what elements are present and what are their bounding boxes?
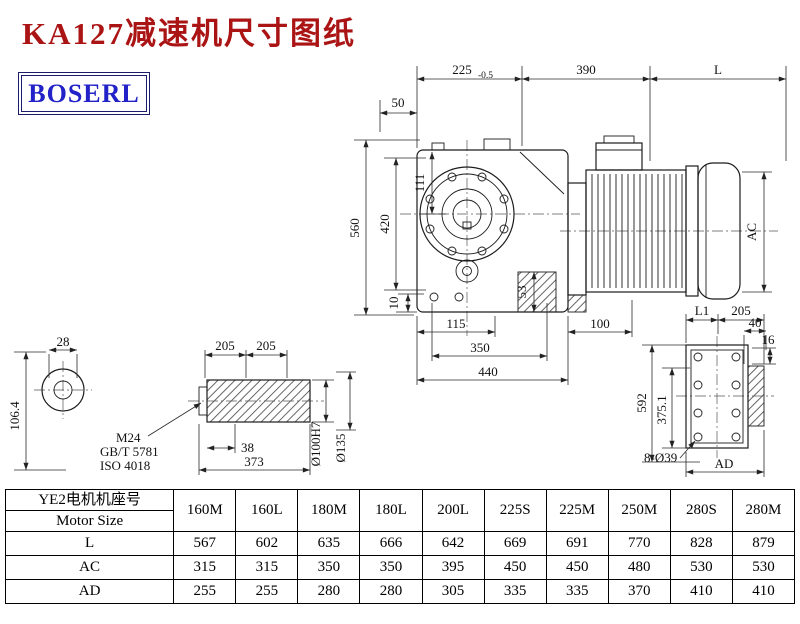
column-header: 250M xyxy=(607,489,671,532)
table-cell: 335 xyxy=(545,579,609,604)
dim-label-350: 350 xyxy=(470,340,490,355)
column-header: 225M xyxy=(545,489,609,532)
dim-label-50: 50 xyxy=(392,95,405,110)
standard-label-gbt5781: GB/T 5781 xyxy=(100,444,159,459)
column-header: 280M xyxy=(731,489,796,532)
table-cell: 530 xyxy=(669,555,733,580)
dim-label-L1: L1 xyxy=(695,303,709,318)
standard-label-iso4018: ISO 4018 xyxy=(100,458,150,473)
row-label: AC xyxy=(4,555,175,580)
dim-label-373: 373 xyxy=(244,454,264,469)
dim-label-225-tolerance: -0.5 xyxy=(478,71,493,81)
row-label: L xyxy=(4,531,175,556)
dim-label-225: 225 xyxy=(452,62,472,77)
table-cell: 879 xyxy=(731,531,796,556)
table-cell: 642 xyxy=(421,531,485,556)
dim-label-bore-100H7: Ø100H7 xyxy=(308,421,323,466)
shaft-side-view xyxy=(188,379,324,423)
dim-label-16: 16 xyxy=(762,332,776,347)
motor-side-view xyxy=(560,135,778,313)
corner-label-cn: YE2电机机座号 xyxy=(6,490,174,511)
table-cell: 305 xyxy=(421,579,485,604)
dim-label-390: 390 xyxy=(576,62,596,77)
table-cell: 530 xyxy=(731,555,796,580)
table-cell: 255 xyxy=(173,579,237,604)
dim-label-od-135: Ø135 xyxy=(333,434,348,463)
table-cell: 315 xyxy=(235,555,299,580)
dim-label-40: 40 xyxy=(749,315,762,330)
table-cell: 669 xyxy=(483,531,547,556)
column-header: 200L xyxy=(421,489,485,532)
table-cell: 691 xyxy=(545,531,609,556)
dimension-annotations: 225 -0.5 390 L 50 560 420 111 10 53 11 xyxy=(7,62,787,477)
corner-label-en: Motor Size xyxy=(56,513,124,529)
dim-label-111: 111 xyxy=(412,174,427,193)
dim-label-53: 53 xyxy=(514,286,529,299)
table-cell: 450 xyxy=(545,555,609,580)
motor-fins xyxy=(591,174,683,288)
table-cell: 635 xyxy=(297,531,361,556)
gearbox-front-view xyxy=(400,138,580,336)
dim-label-592: 592 xyxy=(634,393,649,413)
table-cell: 255 xyxy=(235,579,299,604)
thread-label-M24: M24 xyxy=(116,430,141,445)
table-cell: 350 xyxy=(359,555,423,580)
column-header: 180L xyxy=(359,489,423,532)
dim-label-100: 100 xyxy=(590,316,610,331)
dim-label-205-a: 205 xyxy=(215,338,235,353)
table-cell: 602 xyxy=(235,531,299,556)
table-cell: 350 xyxy=(297,555,361,580)
table-cell: 410 xyxy=(669,579,733,604)
dim-label-38: 38 xyxy=(241,440,254,455)
column-header: 180M xyxy=(297,489,361,532)
column-header: 225S xyxy=(483,489,547,532)
dim-label-205-c: 205 xyxy=(731,303,751,318)
table-cell: 450 xyxy=(483,555,547,580)
table-cell: 280 xyxy=(359,579,423,604)
table-corner-header: YE2电机机座号 Motor Size xyxy=(4,489,175,532)
table-cell: 315 xyxy=(173,555,237,580)
dim-label-560: 560 xyxy=(347,218,362,238)
dim-label-205-b: 205 xyxy=(256,338,276,353)
table-cell: 480 xyxy=(607,555,671,580)
row-label: AD xyxy=(4,579,175,604)
flange-rear-view xyxy=(676,336,774,458)
table-cell: 370 xyxy=(607,579,671,604)
table-cell: 395 xyxy=(421,555,485,580)
table-cell: 666 xyxy=(359,531,423,556)
brand-logo: BOSERL xyxy=(18,72,150,115)
dim-label-420: 420 xyxy=(377,214,392,234)
dim-label-440: 440 xyxy=(478,364,498,379)
dim-label-375.1: 375.1 xyxy=(654,395,669,424)
table-cell: 828 xyxy=(669,531,733,556)
table-cell: 280 xyxy=(297,579,361,604)
table-cell: 567 xyxy=(173,531,237,556)
column-header: 280S xyxy=(669,489,733,532)
dim-label-115: 115 xyxy=(446,316,465,331)
dim-label-AD: AD xyxy=(715,456,734,471)
column-header: 160M xyxy=(173,489,237,532)
hole-callout-8x39: 8-Ø39 xyxy=(644,450,677,465)
dim-label-10: 10 xyxy=(386,297,401,310)
dim-label-28: 28 xyxy=(57,334,70,349)
column-header: 160L xyxy=(235,489,299,532)
page-title: KA127减速机尺寸图纸 xyxy=(22,16,356,51)
table-cell: 410 xyxy=(731,579,796,604)
dim-label-106.4: 106.4 xyxy=(7,401,22,431)
table-cell: 335 xyxy=(483,579,547,604)
dim-label-L: L xyxy=(714,62,722,77)
dim-label-AC: AC xyxy=(744,223,759,241)
shaft-end-view xyxy=(34,361,92,419)
table-cell: 770 xyxy=(607,531,671,556)
